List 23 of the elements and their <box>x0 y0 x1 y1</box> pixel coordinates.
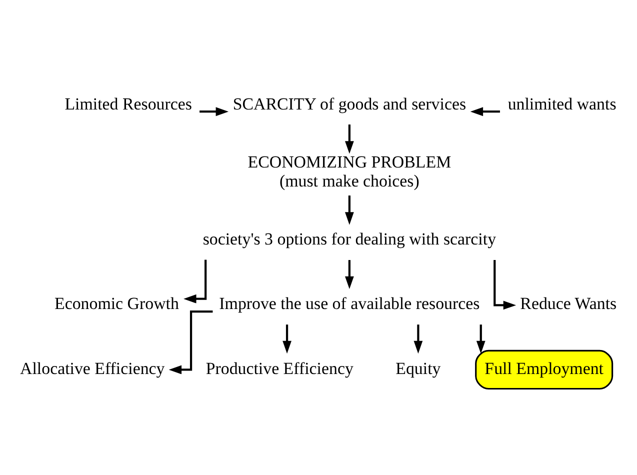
arrow <box>344 124 354 154</box>
arrow <box>282 324 292 354</box>
arrow <box>168 310 213 374</box>
arrow <box>476 324 486 354</box>
node-text: Productive Efficiency <box>206 358 354 378</box>
arrow <box>344 260 354 290</box>
arrow <box>200 107 229 116</box>
node-box: Full Employment <box>475 350 614 390</box>
node-text: SCARCITY of goods and services <box>232 94 466 114</box>
arrow <box>184 260 207 304</box>
arrow <box>470 107 500 116</box>
node-text: Reduce Wants <box>520 294 617 314</box>
arrow <box>344 196 354 225</box>
node-text: society's 3 options for dealing with scarcity <box>202 230 496 249</box>
node-text: unlimited wants <box>508 94 616 114</box>
node-text: Limited Resources <box>64 94 192 114</box>
node-text: Economic Growth <box>54 294 179 314</box>
arrow <box>414 324 423 354</box>
node-text: Improve the use of available resources <box>219 294 480 314</box>
node-text: ECONOMIZING PROBLEM (must make choices) <box>248 152 452 191</box>
arrow <box>494 260 516 310</box>
node-text: Allocative Efficiency <box>20 358 165 378</box>
node-text: Equity <box>396 358 441 378</box>
